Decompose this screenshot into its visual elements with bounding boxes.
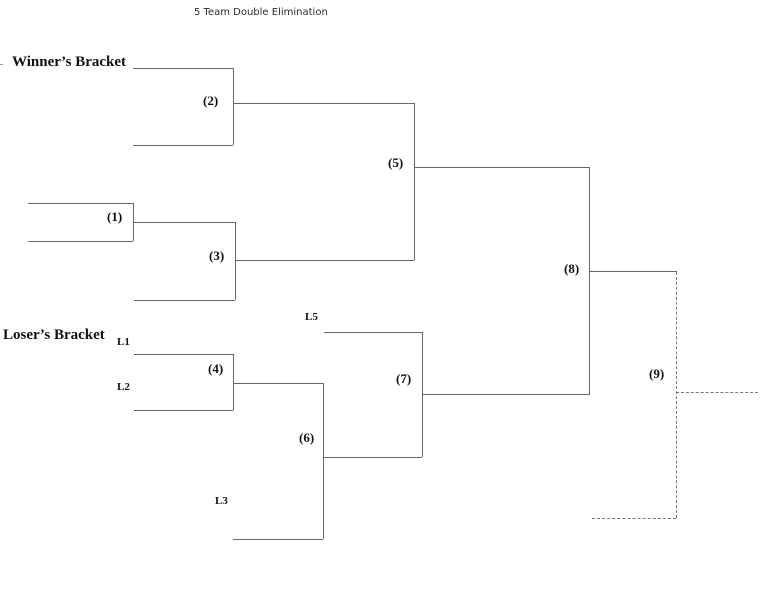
- match-1-top-line: [28, 203, 133, 204]
- match-1-winner-line: [133, 222, 235, 223]
- match-2-label: (2): [203, 93, 219, 108]
- match-8-label: (8): [564, 261, 580, 276]
- match-4-label: (4): [208, 361, 224, 376]
- loser-slot-label-l3: L3: [215, 495, 228, 507]
- match-9-vertical-line: [676, 272, 677, 518]
- match-3-label: (3): [209, 248, 225, 263]
- match-4-bottom-line: [134, 410, 233, 411]
- match-6-label: (6): [299, 430, 315, 445]
- loser-slot-label-l2: L2: [117, 381, 130, 393]
- match-3-vertical-line: [235, 222, 236, 300]
- match-5-label: (5): [388, 155, 404, 170]
- losers-bracket-label: Loser’s Bracket: [3, 327, 105, 343]
- match-4-vertical-line: [233, 354, 234, 410]
- l5-feed-line: [324, 332, 422, 333]
- match-6-vertical-line: [323, 383, 324, 539]
- match-4-top-line: [134, 354, 233, 355]
- match-9-bottom-feed-line: [592, 518, 676, 519]
- loser-slot-label-l5: L5: [305, 311, 318, 323]
- match-6-bottom-line: [233, 539, 323, 540]
- match-8-vertical-line: [589, 167, 590, 395]
- match-3-winner-line: [235, 260, 414, 261]
- stray-tick-mark: [0, 64, 3, 65]
- loser-slot-label-l1: L1: [117, 336, 130, 348]
- match-1-bottom-line: [28, 241, 133, 242]
- match-4-winner-line: [233, 383, 323, 384]
- match-2-winner-line: [233, 103, 414, 104]
- page-title: 5 Team Double Elimination: [194, 7, 328, 18]
- match-2-top-line: [133, 68, 233, 69]
- match-6-winner-line: [323, 457, 422, 458]
- match-9-winner-line: [676, 392, 758, 393]
- match-1-label: (1): [107, 209, 123, 224]
- match-2-bottom-line: [133, 145, 233, 146]
- match-7-label: (7): [396, 371, 412, 386]
- match-7-winner-line: [422, 394, 589, 395]
- match-2-vertical-line: [233, 68, 234, 145]
- match-5-winner-line: [414, 167, 589, 168]
- match-3-bottom-line: [134, 300, 235, 301]
- match-9-label: (9): [649, 366, 665, 381]
- winners-bracket-label: Winner’s Bracket: [12, 54, 127, 70]
- match-8-winner-line: [589, 271, 677, 272]
- match-5-vertical-line: [414, 103, 415, 260]
